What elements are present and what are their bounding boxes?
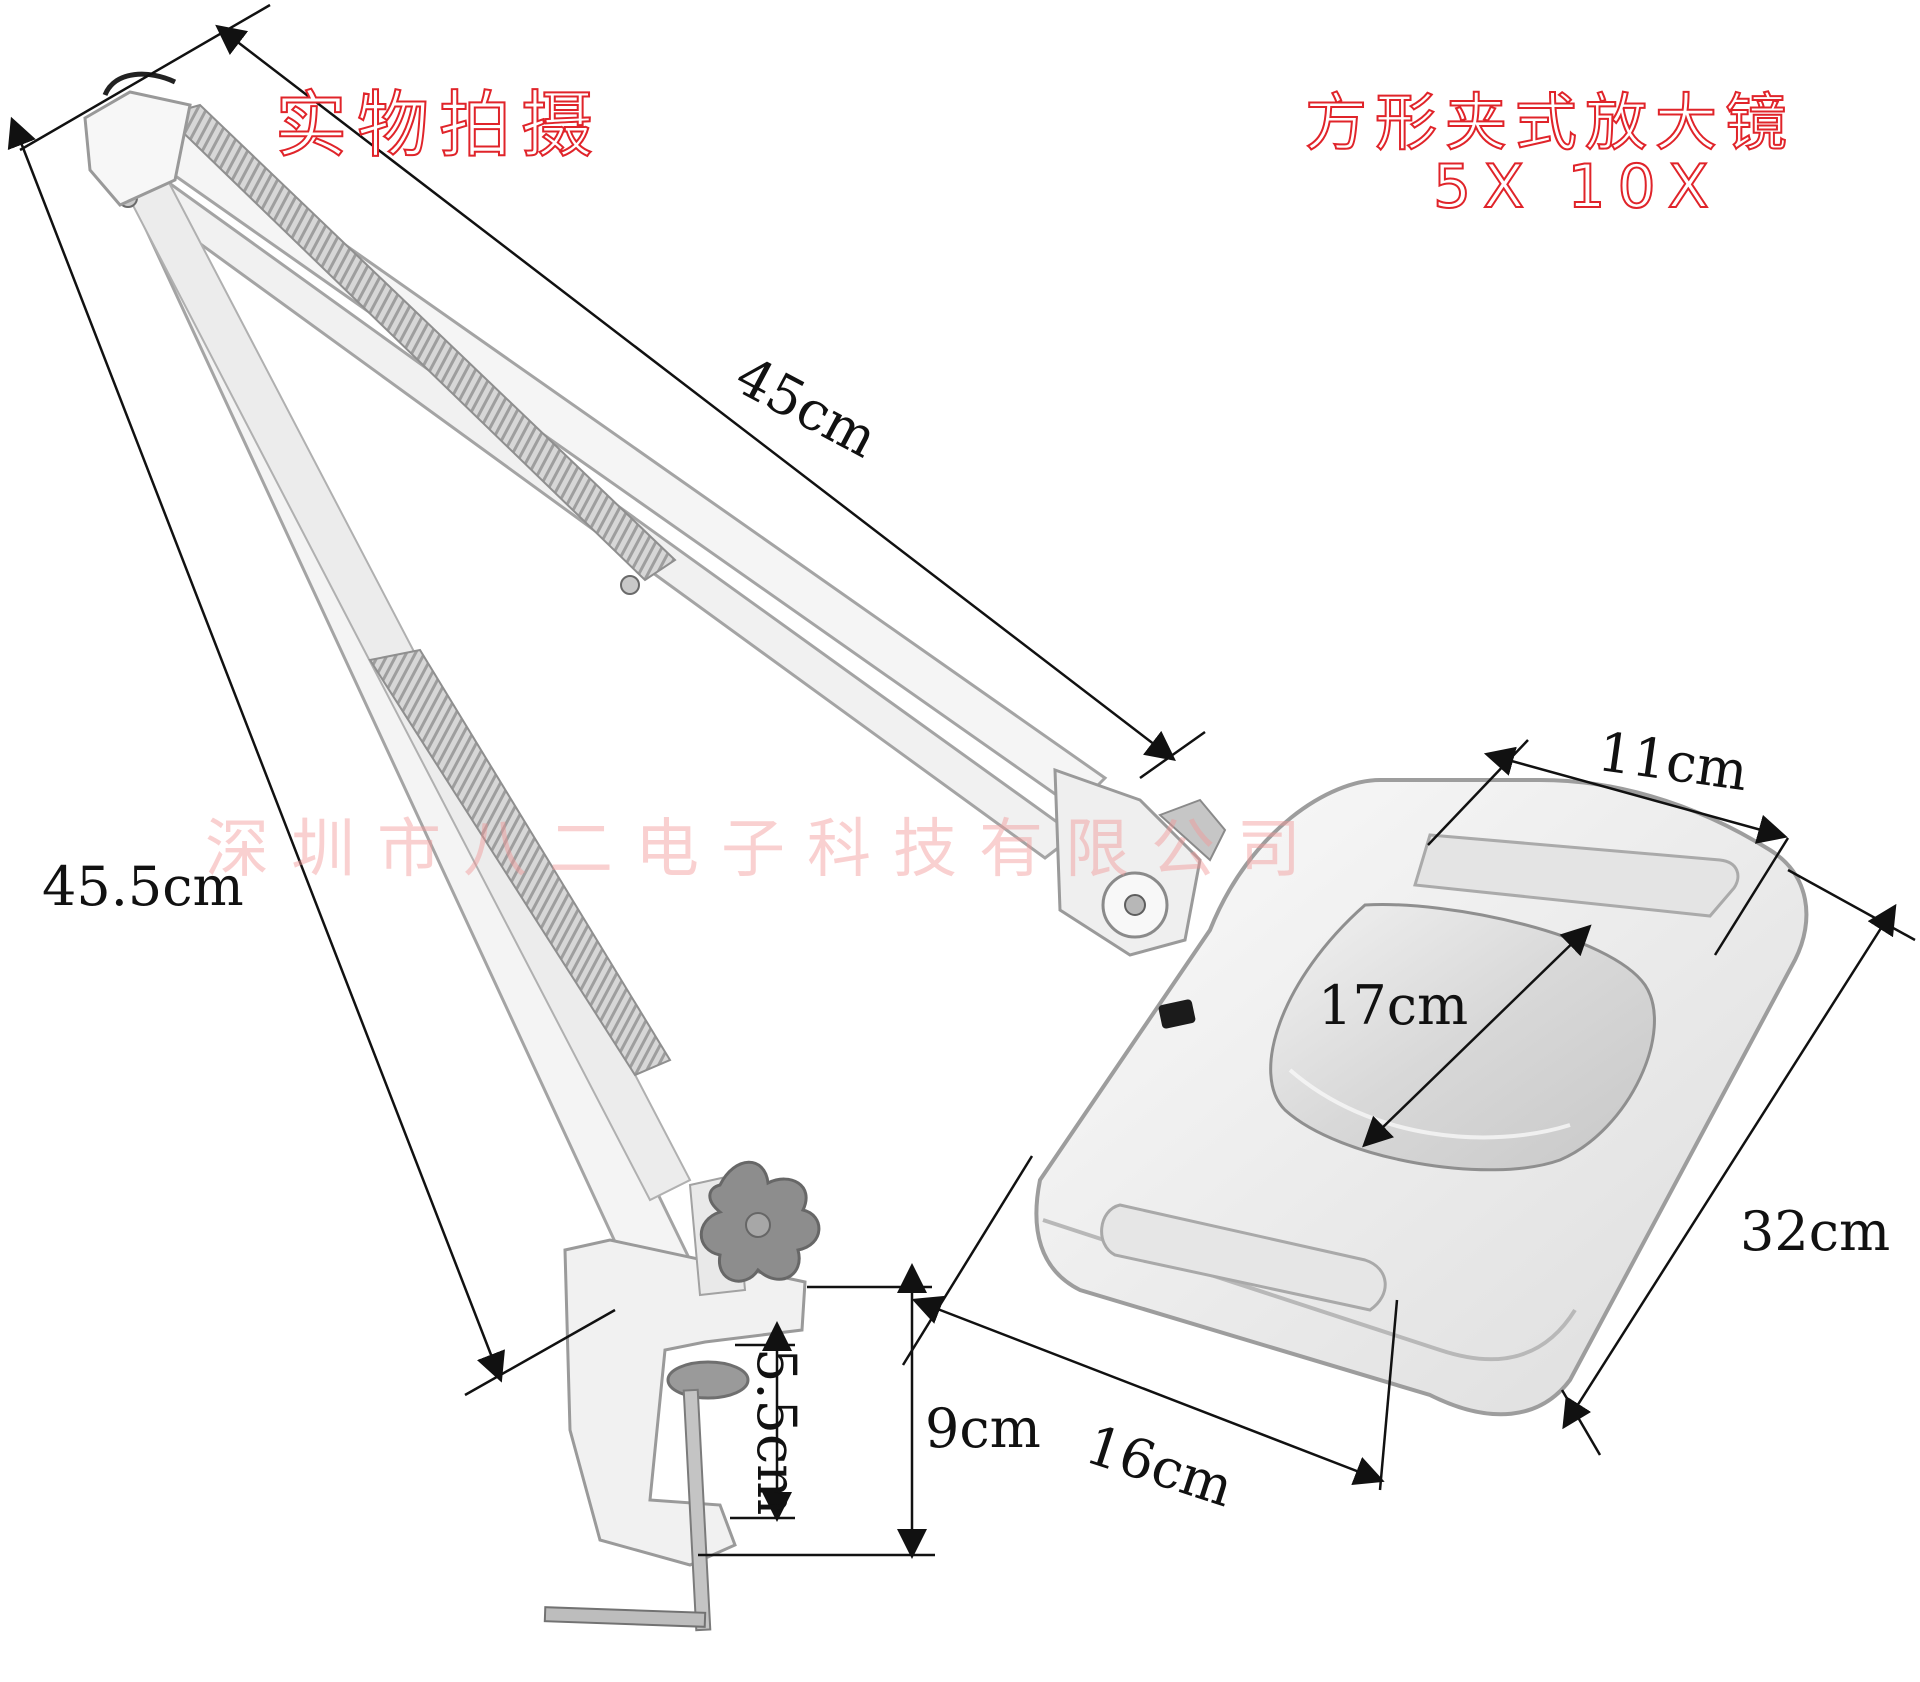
dim-line-17cm xyxy=(1362,924,1592,1148)
dim-line-45-5cm xyxy=(7,116,505,1383)
dim-extension-line xyxy=(1139,730,1206,780)
dim-extension-line xyxy=(901,1155,1034,1366)
magnification-label: 5X 10X xyxy=(1432,151,1721,223)
dimension-label-45-5cm: 45.5cm xyxy=(42,855,244,918)
dimension-lines xyxy=(7,3,1916,1559)
upper-arm xyxy=(107,100,1108,860)
head-hinge xyxy=(1053,767,1227,957)
product-title-label: 方形夹式放大镜 xyxy=(1304,85,1796,160)
dimension-label-17cm: 17cm xyxy=(1318,974,1469,1037)
dim-line-11cm xyxy=(1483,746,1788,844)
photo-title-label: 实物拍摄 xyxy=(274,82,604,168)
company-watermark: 深圳市八二电子科技有限公司 xyxy=(205,813,1323,887)
dim-extension-line xyxy=(464,1308,616,1397)
dimension-label-5-5cm: 5.5cm xyxy=(745,1348,808,1516)
dimension-label-32cm: 32cm xyxy=(1740,1200,1891,1263)
dim-line-32cm xyxy=(1562,903,1897,1430)
tension-knob xyxy=(699,1160,821,1283)
dim-line-16cm xyxy=(911,1295,1385,1485)
power-switch-icon xyxy=(1158,999,1196,1029)
dimension-label-9cm: 9cm xyxy=(925,1397,1041,1460)
